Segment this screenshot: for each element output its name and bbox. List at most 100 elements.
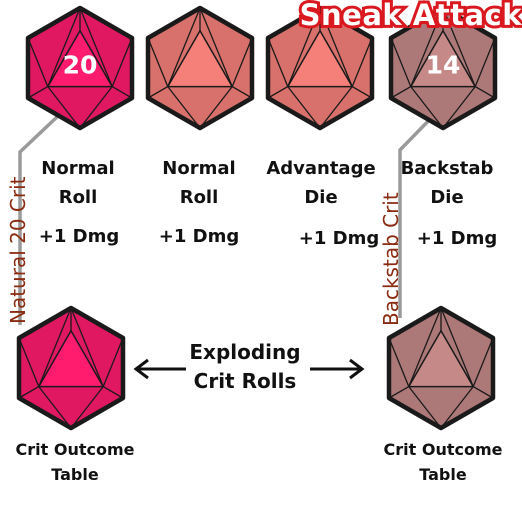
die-2-label-line2: Roll: [179, 187, 219, 208]
die-3-label-line1: Advantage: [266, 158, 376, 179]
d20-die-1-facet-3: [111, 37, 133, 87]
d20-die-2-outline: [145, 5, 255, 131]
d20-die-3-facet-4: [351, 86, 373, 99]
die-4-damage: +1 Dmg: [416, 228, 498, 249]
d20-die-4-facet-6: [410, 86, 444, 129]
exploding-line2: Crit Rolls: [193, 369, 297, 393]
natural-20-connector-line: [18, 114, 60, 325]
d20-die-1-facet-8: [27, 37, 49, 87]
crit-outcome-right-label: Crit Outcome Table: [368, 437, 518, 487]
crit-d20-die-2-face: [407, 329, 475, 388]
d20-die-1-facet-1: [79, 7, 113, 87]
die-4-label-line2: Die: [430, 187, 464, 208]
d20-die-1-facet-4: [111, 86, 133, 99]
die-2-label: Normal Roll: [139, 154, 259, 212]
d20-die-3: [265, 5, 375, 131]
crit-d20-die-1: [16, 305, 126, 431]
die-1-damage: +1 Dmg: [38, 226, 120, 247]
d20-die-3-facet-2: [287, 7, 321, 87]
right-arrow-icon: [310, 358, 365, 380]
crit-d20-die-2-facet-7: [388, 386, 410, 399]
d20-die-2: [145, 5, 255, 131]
die-3-label-line2: Die: [304, 187, 338, 208]
d20-die-2-facet-1: [199, 7, 233, 87]
d20-die-3-facet-1: [319, 7, 353, 87]
crit-d20-die-2-facet-2: [408, 307, 442, 387]
d20-die-4-facet-4: [474, 86, 496, 99]
d20-die-4-value: 14: [426, 51, 461, 80]
crit-left-line1: Crit Outcome: [15, 440, 135, 459]
d20-die-3-face: [286, 29, 354, 88]
die-4-label: Backstab Die: [387, 154, 507, 212]
d20-die-1-facet-6: [47, 86, 81, 129]
d20-die-4-facet-8: [390, 37, 412, 87]
d20-die-1-facet-5: [79, 86, 113, 129]
d20-die-2-facet-8: [147, 37, 169, 87]
die-1-label-line1: Normal: [41, 158, 115, 179]
d20-die-4-face: [409, 29, 477, 88]
crit-d20-die-1-facet-2: [38, 307, 72, 387]
die-1-label-line2: Roll: [58, 187, 98, 208]
d20-die-4-facet-7: [390, 86, 412, 99]
crit-d20-die-2-facet-4: [472, 386, 494, 399]
exploding-crit-rolls-label: Exploding Crit Rolls: [170, 338, 320, 396]
d20-die-2-facet-4: [231, 86, 253, 99]
crit-d20-die-2-facet-3: [472, 337, 494, 387]
d20-die-1: 20: [25, 5, 135, 131]
die-4-label-line1: Backstab: [400, 158, 494, 179]
die-3-damage: +1 Dmg: [298, 228, 380, 249]
crit-right-line1: Crit Outcome: [383, 440, 503, 459]
d20-die-3-facet-7: [267, 86, 289, 99]
d20-die-4: 14: [388, 5, 498, 131]
left-arrow-icon: [133, 358, 186, 380]
d20-die-2-facet-2: [167, 7, 201, 87]
crit-d20-die-1-outline: [16, 305, 126, 431]
sneak-attack-title: Sneak Attack: [297, 0, 522, 35]
crit-outcome-left-label: Crit Outcome Table: [0, 437, 150, 487]
crit-d20-die-2-facet-8: [388, 337, 410, 387]
d20-die-2-facet-7: [147, 86, 169, 99]
crit-d20-die-2-facet-6: [408, 386, 442, 429]
crit-right-line2: Table: [419, 465, 467, 484]
d20-die-1-value: 20: [63, 51, 98, 80]
d20-die-4-facet-2: [410, 7, 444, 87]
d20-die-4-outline: [388, 5, 498, 131]
d20-die-3-facet-5: [319, 86, 353, 129]
crit-d20-die-2-facet-5: [440, 386, 474, 429]
exploding-line1: Exploding: [189, 340, 301, 364]
d20-die-1-facet-2: [47, 7, 81, 87]
crit-d20-die-1-facet-5: [70, 386, 104, 429]
crit-d20-die-1-facet-6: [38, 386, 72, 429]
d20-die-4-facet-5: [442, 86, 476, 129]
d20-die-2-facet-6: [167, 86, 201, 129]
backstab-crit-label: Backstab Crit: [379, 192, 403, 326]
die-2-damage: +1 Dmg: [158, 226, 240, 247]
crit-d20-die-1-facet-3: [102, 337, 124, 387]
crit-d20-die-1-facet-7: [18, 386, 40, 399]
d20-die-1-facet-7: [27, 86, 49, 99]
d20-die-3-facet-6: [287, 86, 321, 129]
crit-d20-die-2-facet-1: [440, 307, 474, 387]
d20-die-4-facet-3: [474, 37, 496, 87]
crit-d20-die-1-facet-1: [70, 307, 104, 387]
crit-d20-die-1-facet-4: [102, 386, 124, 399]
crit-d20-die-2: [386, 305, 496, 431]
backstab-connector-line: [398, 110, 439, 318]
crit-d20-die-1-facet-8: [18, 337, 40, 387]
d20-die-2-facet-3: [231, 37, 253, 87]
d20-die-2-face: [166, 29, 234, 88]
die-2-label-line1: Normal: [162, 158, 236, 179]
d20-die-1-outline: [25, 5, 135, 131]
die-1-label: Normal Roll: [18, 154, 138, 212]
d20-die-1-face: [46, 29, 114, 88]
d20-die-2-facet-5: [199, 86, 233, 129]
crit-d20-die-2-outline: [386, 305, 496, 431]
crit-left-line2: Table: [51, 465, 99, 484]
d20-die-4-facet-1: [442, 7, 476, 87]
natural-20-crit-label: Natural 20 Crit: [6, 176, 30, 324]
die-3-label: Advantage Die: [261, 154, 381, 212]
d20-die-3-facet-3: [351, 37, 373, 87]
crit-d20-die-1-face: [37, 329, 105, 388]
d20-die-3-outline: [265, 5, 375, 131]
